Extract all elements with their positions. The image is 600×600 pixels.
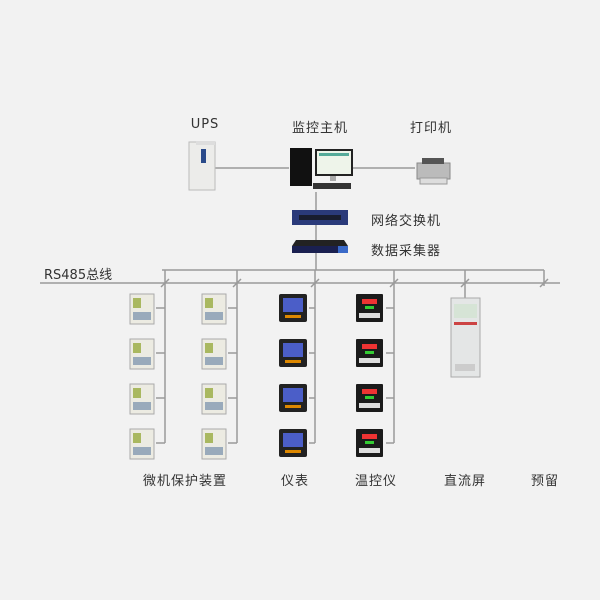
ups-label: UPS — [190, 117, 220, 132]
power-meter-icon — [279, 384, 307, 412]
switch-label: 网络交换机 — [371, 214, 442, 229]
power-meter-icon — [279, 429, 307, 457]
data-collector-icon — [292, 240, 348, 253]
power-meter-icon — [279, 294, 307, 322]
protection-relay-icon — [201, 293, 227, 325]
temperature-controller-icon — [356, 294, 383, 322]
bus-tap-mark — [310, 278, 320, 288]
printer-label: 打印机 — [409, 121, 453, 136]
temperature-controller-icon — [356, 339, 383, 367]
power-meter-icon — [279, 339, 307, 367]
protection-relay-icon — [201, 428, 227, 460]
bus-tap-mark — [160, 278, 170, 288]
group-label-protection: 微机保护装置 — [142, 474, 228, 489]
bus-tap-mark — [460, 278, 470, 288]
temperature-controller-icon — [356, 384, 383, 412]
bus-tap-mark — [389, 278, 399, 288]
protection-relay-icon — [129, 293, 155, 325]
dc-panel-icon — [450, 297, 481, 378]
protection-relay-icon — [201, 338, 227, 370]
group-label-reserved: 预留 — [530, 474, 560, 489]
printer-icon — [416, 158, 451, 185]
protection-relay-icon — [129, 428, 155, 460]
collector-label: 数据采集器 — [371, 244, 442, 259]
bus-tap-mark — [539, 278, 549, 288]
protection-relay-icon — [129, 383, 155, 415]
group-label-dc-panel: 直流屏 — [443, 474, 487, 489]
host-label: 监控主机 — [291, 121, 349, 136]
devices — [129, 293, 383, 460]
bus-tap-mark — [232, 278, 242, 288]
temperature-controller-icon — [356, 429, 383, 457]
monitoring-host-icon — [290, 148, 353, 189]
protection-relay-icon — [129, 338, 155, 370]
ups-icon — [188, 141, 216, 191]
bus-label: RS485总线 — [44, 268, 113, 283]
protection-relay-icon — [201, 383, 227, 415]
bus-drops — [156, 270, 549, 444]
connection-lines — [40, 167, 560, 284]
group-label-temp-controller: 温控仪 — [354, 474, 398, 489]
group-label-meter: 仪表 — [280, 474, 310, 489]
network-switch-icon — [292, 210, 348, 225]
